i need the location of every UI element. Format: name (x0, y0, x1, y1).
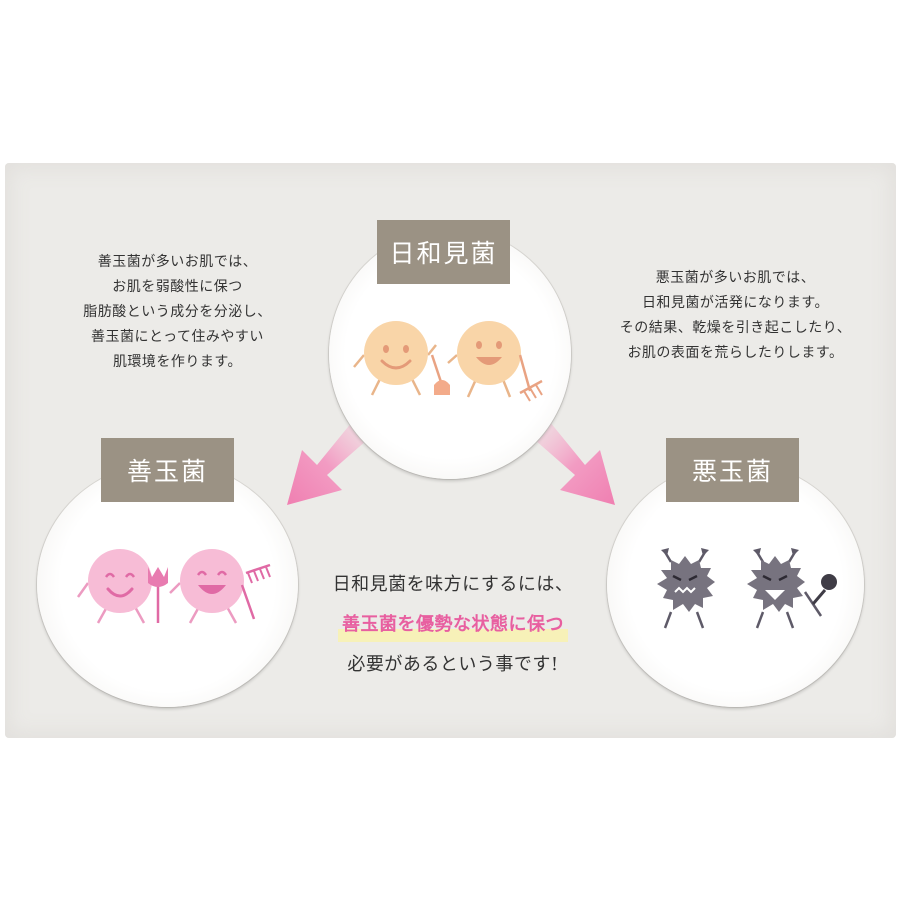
text-line: 肌環境を作ります。 (112, 354, 243, 370)
bad-bacteria-circle (607, 462, 864, 707)
conclusion-text: 日和見菌を味方にするには、 善玉菌を優勢な状態に保つ 必要があるという事です! (298, 565, 608, 685)
bad-bacteria-description: 悪玉菌が多いお肌では、 日和見菌が活発になります。 その結果、乾燥を引き起こした… (598, 266, 873, 366)
arrow-down-right-icon (535, 422, 615, 505)
good-bacteria-illustration (76, 549, 271, 624)
conclusion-line-3: 必要があるという事です! (347, 654, 559, 675)
smiling-bacteria-icon (353, 321, 437, 396)
frying-pan-icon (803, 574, 837, 617)
text-line: お肌の表面を荒らしたりします。 (627, 345, 844, 361)
text-line: 日和見菌が活発になります。 (641, 295, 830, 311)
rake-icon (518, 354, 543, 402)
angry-germ-icon (747, 548, 805, 629)
text-line: その結果、乾燥を引き起こしたり、 (619, 320, 852, 336)
bad-bacteria-label: 悪玉菌 (666, 438, 799, 502)
neutral-bacteria-label: 日和見菌 (377, 220, 510, 284)
angry-germ-icon (657, 548, 715, 629)
good-bacteria-circle (37, 462, 298, 707)
happy-bacteria-icon (169, 549, 244, 624)
rake-icon (240, 563, 271, 620)
text-line: 脂肪酸という成分を分泌し、 (83, 304, 272, 320)
bad-bacteria-illustration (657, 548, 837, 629)
broom-icon (430, 354, 450, 395)
text-line: 善玉菌にとって住みやすい (91, 329, 264, 345)
flower-icon (148, 567, 168, 623)
arrow-down-left-icon (287, 422, 367, 505)
good-bacteria-label: 善玉菌 (101, 438, 234, 502)
happy-bacteria-icon (447, 321, 521, 398)
conclusion-line-1: 日和見菌を味方にするには、 (332, 574, 574, 595)
good-bacteria-description: 善玉菌が多いお肌では、 お肌を弱酸性に保つ 脂肪酸という成分を分泌し、 善玉菌に… (50, 250, 305, 375)
smiling-bacteria-icon (76, 549, 152, 624)
text-line: 悪玉菌が多いお肌では、 (655, 270, 816, 286)
neutral-bacteria-illustration (353, 321, 543, 402)
conclusion-highlight: 善玉菌を優勢な状態に保つ (338, 605, 568, 645)
text-line: 善玉菌が多いお肌では、 (97, 254, 258, 270)
text-line: お肌を弱酸性に保つ (112, 279, 243, 295)
